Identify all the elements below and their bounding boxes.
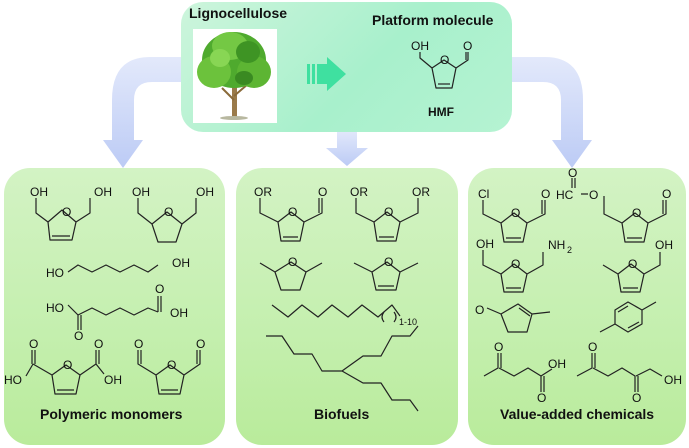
- svg-text:O: O: [541, 187, 550, 201]
- hexanediol-structure: HO OH: [46, 256, 190, 280]
- levulinic-acid-structure: O OH O: [483, 340, 566, 405]
- svg-text:O: O: [588, 340, 597, 354]
- svg-text:OH: OH: [94, 185, 112, 199]
- dmthf-structure: O: [259, 255, 323, 291]
- svg-text:O: O: [167, 358, 176, 372]
- svg-text:O: O: [568, 166, 577, 180]
- svg-text:O: O: [196, 337, 205, 351]
- svg-text:O: O: [94, 337, 103, 351]
- svg-text:OR: OR: [412, 185, 430, 199]
- svg-text:O: O: [537, 391, 546, 405]
- lignocellulose-label: Lignocellulose: [189, 5, 288, 21]
- svg-text:O: O: [511, 206, 520, 220]
- svg-text:O: O: [63, 358, 72, 372]
- svg-text:OH: OH: [104, 373, 122, 387]
- svg-text:O: O: [134, 337, 143, 351]
- biofuels-title: Biofuels: [314, 406, 370, 422]
- bhmthf-structure: OH O OH: [132, 185, 214, 243]
- adipic-acid-structure: HO O O OH: [46, 282, 188, 343]
- svg-text:HO: HO: [46, 301, 64, 315]
- svg-text:O: O: [384, 205, 393, 219]
- svg-text:O: O: [475, 303, 484, 317]
- polymeric-monomers-panel: [4, 168, 225, 445]
- svg-text:O: O: [589, 188, 598, 202]
- svg-text:O: O: [384, 255, 393, 269]
- bis-ether-structure: OR O OR: [350, 185, 430, 242]
- amf-structure: OH O NH 2: [476, 237, 572, 293]
- svg-text:O: O: [155, 282, 164, 296]
- svg-text:O: O: [511, 257, 520, 271]
- svg-text:O: O: [62, 205, 71, 219]
- svg-text:O: O: [628, 257, 637, 271]
- svg-text:O: O: [164, 205, 173, 219]
- svg-text:OR: OR: [254, 185, 272, 199]
- svg-text:O: O: [288, 205, 297, 219]
- left-curved-arrow: [103, 57, 182, 168]
- branched-alkane-structure: [266, 325, 419, 412]
- alkane-chain-structure: 1-10: [271, 304, 417, 327]
- hmf-structure: [419, 52, 469, 89]
- svg-text:Cl: Cl: [478, 187, 489, 201]
- p-xylene-structure: [599, 301, 657, 333]
- svg-text:OH: OH: [30, 185, 48, 199]
- svg-text:O: O: [632, 206, 641, 220]
- svg-text:HO: HO: [46, 266, 64, 280]
- svg-text:HC: HC: [556, 188, 574, 202]
- svg-text:OR: OR: [350, 185, 368, 199]
- svg-text:O: O: [29, 337, 38, 351]
- dmf-structure: O: [353, 255, 419, 291]
- svg-text:O: O: [288, 255, 297, 269]
- value-added-chemicals-title: Value-added chemicals: [500, 406, 655, 422]
- formyloxymethyl-furfural-structure: O HC O O O: [556, 166, 671, 243]
- polymeric-monomers-title: Polymeric monomers: [40, 406, 183, 422]
- conversion-arrow: [307, 57, 346, 91]
- tree-image: [193, 29, 277, 123]
- methylfurfuryl-alcohol-structure: O OH: [602, 238, 673, 293]
- hmf-oh-label: OH: [411, 39, 429, 53]
- methylcyclopentenone-structure: O: [475, 303, 551, 333]
- svg-text:O: O: [632, 391, 641, 405]
- fdca-structure: O HO O O OH: [4, 337, 122, 395]
- svg-text:OH: OH: [548, 357, 566, 371]
- svg-text:OH: OH: [172, 256, 190, 270]
- center-down-arrow: [326, 130, 368, 166]
- svg-text:O: O: [494, 340, 503, 354]
- svg-text:OH: OH: [664, 373, 682, 387]
- platform-molecule-label: Platform molecule: [372, 12, 494, 28]
- svg-text:1-10: 1-10: [399, 317, 417, 327]
- bhmf-structure: OH O OH: [30, 185, 112, 241]
- svg-text:OH: OH: [132, 185, 150, 199]
- hmf-ring-o-label: O: [440, 53, 449, 67]
- svg-text:NH: NH: [548, 238, 565, 252]
- svg-text:O: O: [662, 187, 671, 201]
- hmf-label: HMF: [428, 105, 454, 119]
- hmf-ether-structure: OR O O: [254, 185, 327, 242]
- cmf-structure: Cl O O: [478, 187, 550, 243]
- svg-text:O: O: [74, 329, 83, 343]
- svg-text:HO: HO: [4, 373, 22, 387]
- right-curved-arrow: [512, 57, 592, 168]
- svg-text:OH: OH: [655, 238, 673, 252]
- svg-text:2: 2: [567, 245, 572, 255]
- dff-structure: O O O: [134, 337, 205, 395]
- hmf-aldehyde-o-label: O: [463, 39, 472, 53]
- value-added-chemicals-panel: [468, 168, 686, 445]
- svg-text:OH: OH: [476, 237, 494, 251]
- hydroxyhexanedione-structure: O O OH: [576, 340, 682, 405]
- svg-text:O: O: [318, 185, 327, 199]
- svg-text:OH: OH: [196, 185, 214, 199]
- svg-text:OH: OH: [170, 306, 188, 320]
